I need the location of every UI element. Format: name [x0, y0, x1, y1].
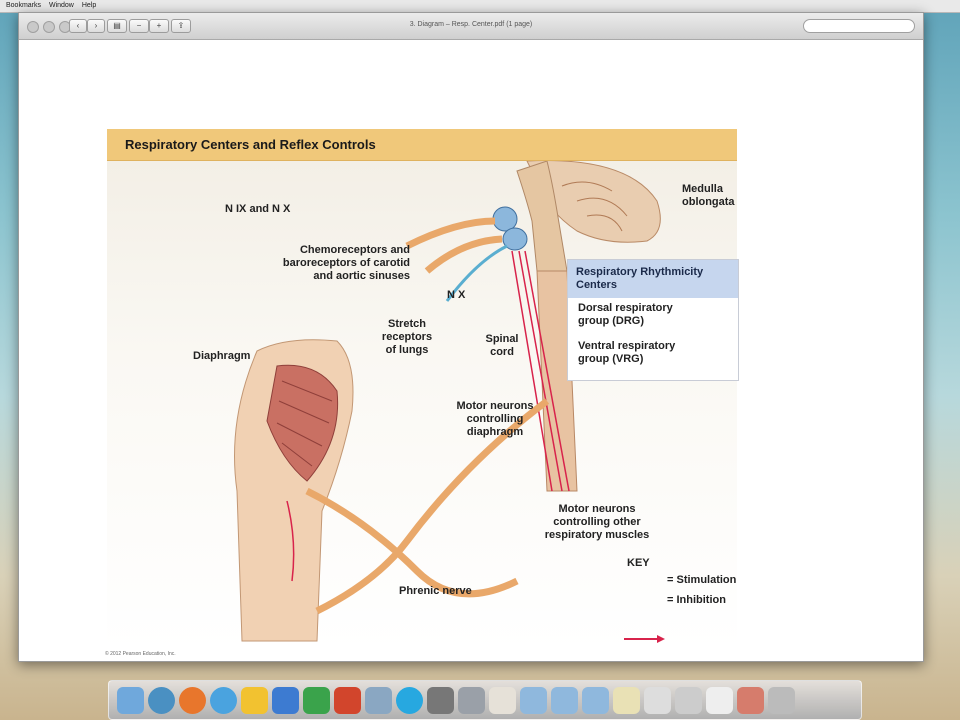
figure: Respiratory Centers and Reflex Controls [105, 129, 739, 657]
label-phrenic-nerve: Phrenic nerve [399, 585, 472, 597]
label-medulla: Medulla oblongata [682, 183, 735, 208]
menu-help[interactable]: Help [81, 2, 97, 9]
phrenic-nerve-a [315, 398, 550, 615]
label-nix-nx: N IX and N X [225, 203, 291, 215]
chemo-nerve [424, 235, 503, 274]
rrc-box: Respiratory Rhythmicity Centers Dorsal r… [567, 259, 739, 381]
diagram-art [234, 161, 665, 643]
menu-window[interactable]: Window [48, 2, 74, 9]
trash-icon[interactable] [768, 686, 795, 714]
figure-title: Respiratory Centers and Reflex Controls [125, 137, 376, 152]
label-stretch-receptors: Stretch receptors of lungs [381, 318, 433, 356]
key-title: KEY [627, 557, 650, 569]
image-icon[interactable] [737, 686, 764, 714]
excel-icon[interactable] [303, 686, 330, 714]
figure-body: N IX and N X Medulla oblongata Chemorece… [105, 161, 739, 657]
label-motor-other: Motor neurons controlling other respirat… [544, 503, 650, 541]
cerebellum-folds [561, 181, 628, 232]
figure-header: Respiratory Centers and Reflex Controls [107, 129, 737, 161]
tract-2 [518, 250, 563, 492]
key-inhibition: = Inhibition [667, 594, 726, 606]
copyright: © 2012 Pearson Education, Inc. [105, 651, 176, 657]
back-button[interactable]: ‹ [69, 19, 87, 33]
tool-icon[interactable] [427, 686, 454, 714]
forward-button[interactable]: › [87, 19, 105, 33]
motor-path [286, 500, 295, 582]
sidebar-toggle-button[interactable]: ▤ [107, 19, 127, 33]
diaphragm-muscle [266, 364, 339, 482]
label-nx: N X [447, 289, 466, 301]
firefox-icon[interactable] [179, 686, 206, 714]
key-stimulation-arrowhead [657, 635, 665, 643]
preview-icon[interactable] [365, 686, 392, 714]
brain-illustration [526, 161, 661, 243]
folder-icon[interactable] [582, 686, 609, 714]
powerpoint-icon[interactable] [334, 686, 361, 714]
image-icon[interactable] [675, 686, 702, 714]
notes-icon[interactable] [241, 686, 268, 714]
window-titlebar: ‹ › ▤ − + ⇪ 3. Diagram – Resp. Center.pd… [19, 13, 923, 40]
vrg-oval [502, 227, 528, 251]
tract-3 [524, 250, 570, 492]
safari-icon[interactable] [148, 686, 175, 714]
rrc-header: Respiratory Rhythmicity Centers [568, 260, 738, 298]
zoom-in-button[interactable]: + [149, 19, 169, 33]
close-button[interactable] [27, 21, 39, 33]
itunes-icon[interactable] [210, 686, 237, 714]
minimize-button[interactable] [43, 21, 55, 33]
share-button[interactable]: ⇪ [171, 19, 191, 33]
dock [108, 680, 862, 720]
nix-nx-nerve [405, 217, 496, 250]
finder-icon[interactable] [117, 686, 144, 714]
label-vrg: Ventral respiratory group (VRG) [578, 340, 676, 365]
image-icon[interactable] [613, 686, 640, 714]
photo-icon[interactable] [458, 686, 485, 714]
tract-1 [511, 250, 553, 492]
label-diaphragm: Diaphragm [193, 350, 251, 362]
document-icon[interactable] [489, 686, 516, 714]
zoom-out-button[interactable]: − [129, 19, 149, 33]
stretch-nerve-inhibition [445, 244, 508, 302]
preview-window: ‹ › ▤ − + ⇪ 3. Diagram – Resp. Center.pd… [18, 12, 924, 662]
label-motor-diaphragm: Motor neurons controlling diaphragm [456, 400, 534, 438]
search-input[interactable] [803, 19, 915, 33]
drg-oval [492, 206, 518, 232]
phrenic-nerve-b [305, 487, 519, 598]
document-area[interactable]: Respiratory Centers and Reflex Controls [19, 40, 923, 661]
word-icon[interactable] [272, 686, 299, 714]
label-drg: Dorsal respiratory group (DRG) [578, 302, 673, 327]
skype-icon[interactable] [396, 686, 423, 714]
label-spinal-cord: Spinal cord [485, 333, 519, 358]
label-chemoreceptors: Chemoreceptors and baroreceptors of caro… [282, 244, 410, 282]
folder-icon[interactable] [520, 686, 547, 714]
muscle-fibers [276, 380, 333, 467]
menu-bookmarks[interactable]: Bookmarks [6, 2, 42, 9]
image-icon[interactable] [706, 686, 733, 714]
key-stimulation: = Stimulation [667, 574, 737, 586]
window-title: 3. Diagram – Resp. Center.pdf (1 page) [409, 21, 533, 28]
rrc-title: Respiratory Rhythmicity Centers [576, 266, 704, 291]
folder-icon[interactable] [551, 686, 578, 714]
image-icon[interactable] [644, 686, 671, 714]
